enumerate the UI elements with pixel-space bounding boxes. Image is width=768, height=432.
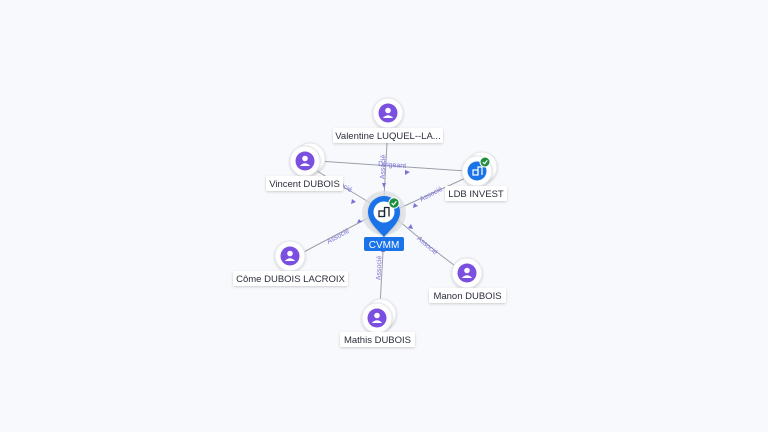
node-label: Manon DUBOIS (433, 291, 501, 302)
arrow-head (351, 199, 356, 204)
person-icon (299, 155, 311, 166)
node-label: Valentine LUQUEL--LA... (335, 131, 440, 142)
edges (299, 124, 471, 307)
edge-label-mathis: Associé (376, 255, 384, 280)
node-mathis[interactable]: Mathis DUBOIS (340, 298, 415, 347)
edge-label-valentine: Associé (380, 154, 388, 179)
edge-ldb-center (399, 175, 471, 209)
check-icon (482, 160, 488, 165)
arrow-head (357, 219, 362, 223)
person-icon (284, 250, 296, 261)
edge-manon-center (397, 219, 459, 269)
node-come[interactable]: Côme DUBOIS LACROIX (233, 240, 348, 286)
arrow-head (408, 224, 413, 229)
node-label: LDB INVEST (448, 189, 504, 200)
check-icon (391, 200, 397, 206)
node-label: Côme DUBOIS LACROIX (236, 274, 345, 285)
node-vincent[interactable]: Vincent DUBOIS (266, 142, 343, 191)
edge-vincent-ldb (317, 160, 467, 172)
node-label: Vincent DUBOIS (269, 179, 340, 190)
person-icon (382, 107, 394, 118)
person-icon (461, 267, 473, 278)
arrow-head (382, 183, 386, 188)
node-manon[interactable]: Manon DUBOIS (429, 257, 506, 303)
person-icon (371, 312, 383, 323)
arrow-head (405, 170, 410, 175)
edge-come-center (299, 217, 369, 255)
building-icon (378, 206, 390, 218)
verified-icon (388, 197, 400, 209)
node-valentine[interactable]: Valentine LUQUEL--LA... (333, 97, 443, 143)
verified-icon (479, 156, 491, 168)
edge-label-manon: Associé (415, 235, 438, 256)
node-label: Mathis DUBOIS (344, 335, 411, 346)
edge-label-vincent-ldb: Dirigeant (378, 161, 406, 170)
edge-label-ldb: Associé (419, 186, 444, 204)
node-ldb[interactable]: LDB INVEST (445, 151, 507, 201)
edge-label-come: Associé (326, 228, 351, 246)
arrow-head (413, 203, 418, 208)
node-center[interactable]: CVMM (362, 191, 406, 251)
center-label: CVMM (369, 240, 400, 251)
building-icon (472, 166, 483, 176)
center-label-badge (364, 237, 404, 251)
